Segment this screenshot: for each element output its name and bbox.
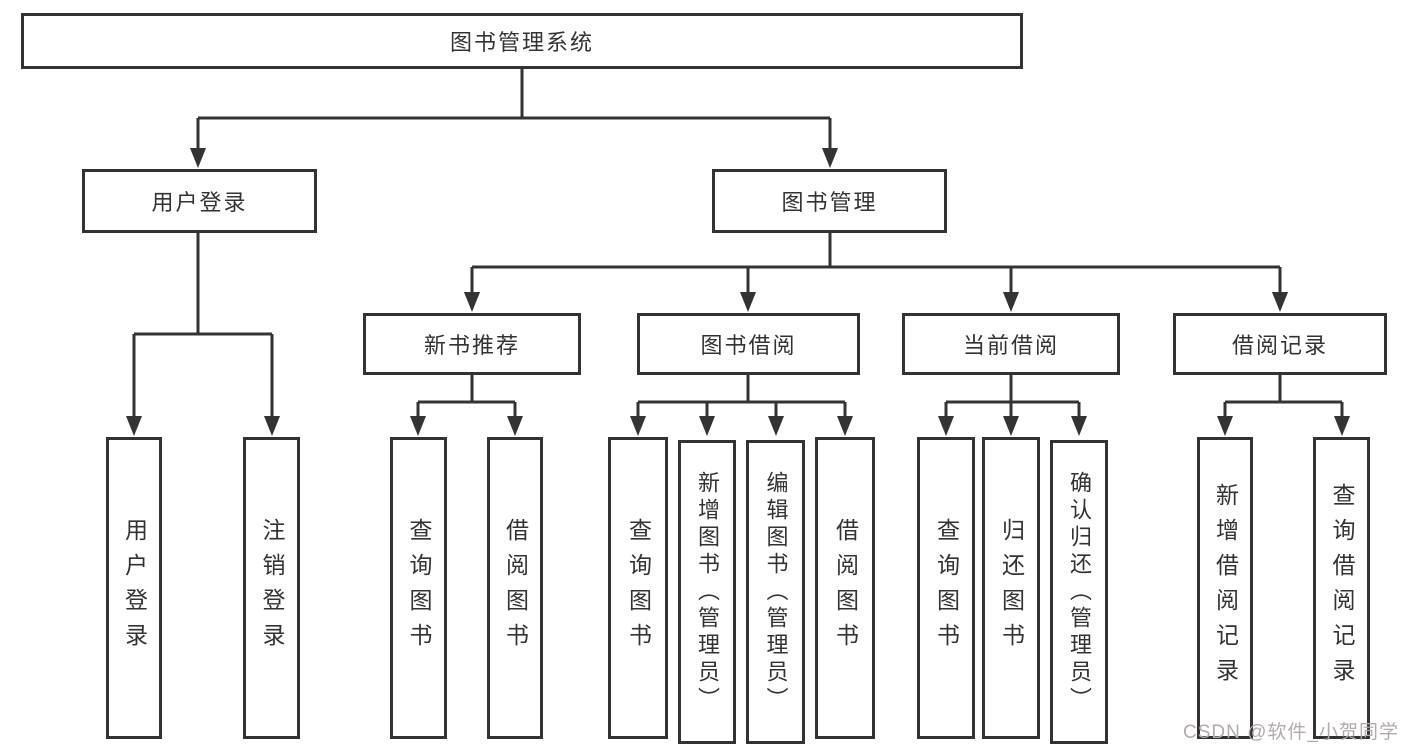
node-root-label: 图书管理系统 [449,30,594,55]
leaf-return-books-label: 归还图书 [998,518,1025,658]
leaf-add-books-admin: 新增图书（管理员） [678,440,736,744]
node-book-borrow-label: 图书借阅 [700,333,797,358]
connector-shafts [132,69,1344,418]
leaf-recommend-query-books-label: 查询图书 [406,518,432,658]
leaf-return-books: 归还图书 [982,437,1040,739]
node-book-borrow: 图书借阅 [637,313,860,375]
node-user-login-label: 用户登录 [151,190,248,215]
leaf-borrow-borrow-books-label: 借阅图书 [832,518,859,658]
leaf-borrow-query-books: 查询图书 [608,437,668,739]
node-current-borrow-label: 当前借阅 [962,333,1059,358]
leaf-recommend-query-books: 查询图书 [390,437,447,739]
node-user-login: 用户登录 [82,169,317,233]
node-borrow-record: 借阅记录 [1173,313,1387,375]
leaf-current-query-books-label: 查询图书 [933,518,960,658]
node-book-management: 图书管理 [712,169,947,233]
node-new-book-recommend: 新书推荐 [363,313,581,375]
leaf-query-borrow-record: 查询借阅记录 [1313,437,1370,739]
leaf-query-borrow-record-label: 查询借阅记录 [1329,483,1355,693]
node-borrow-record-label: 借阅记录 [1231,333,1328,358]
node-book-management-label: 图书管理 [781,190,878,215]
leaf-recommend-borrow-books-label: 借阅图书 [502,518,529,658]
leaf-logout-label: 注销登录 [259,518,285,658]
leaf-edit-books-admin-label: 编辑图书（管理员） [763,470,789,714]
leaf-add-borrow-record: 新增借阅记录 [1197,437,1253,739]
leaf-confirm-return-admin-label: 确认归还（管理员） [1067,470,1092,714]
leaf-recommend-borrow-books: 借阅图书 [487,437,543,739]
leaf-current-query-books: 查询图书 [917,437,975,739]
csdn-watermark: CSDN @软件_小贺同学 [1183,722,1399,743]
leaf-user-login-label: 用户登录 [121,518,148,658]
leaf-logout: 注销登录 [243,437,300,739]
node-new-book-recommend-label: 新书推荐 [423,333,520,358]
leaf-borrow-query-books-label: 查询图书 [625,518,652,658]
leaf-confirm-return-admin: 确认归还（管理员） [1050,440,1108,744]
leaf-add-borrow-record-label: 新增借阅记录 [1212,483,1239,693]
leaf-user-login: 用户登录 [106,437,162,739]
leaf-borrow-borrow-books: 借阅图书 [815,437,875,739]
node-current-borrow: 当前借阅 [902,313,1120,375]
leaf-edit-books-admin: 编辑图书（管理员） [746,440,805,744]
leaf-add-books-admin-label: 新增图书（管理员） [695,470,720,714]
node-root: 图书管理系统 [21,13,1023,69]
